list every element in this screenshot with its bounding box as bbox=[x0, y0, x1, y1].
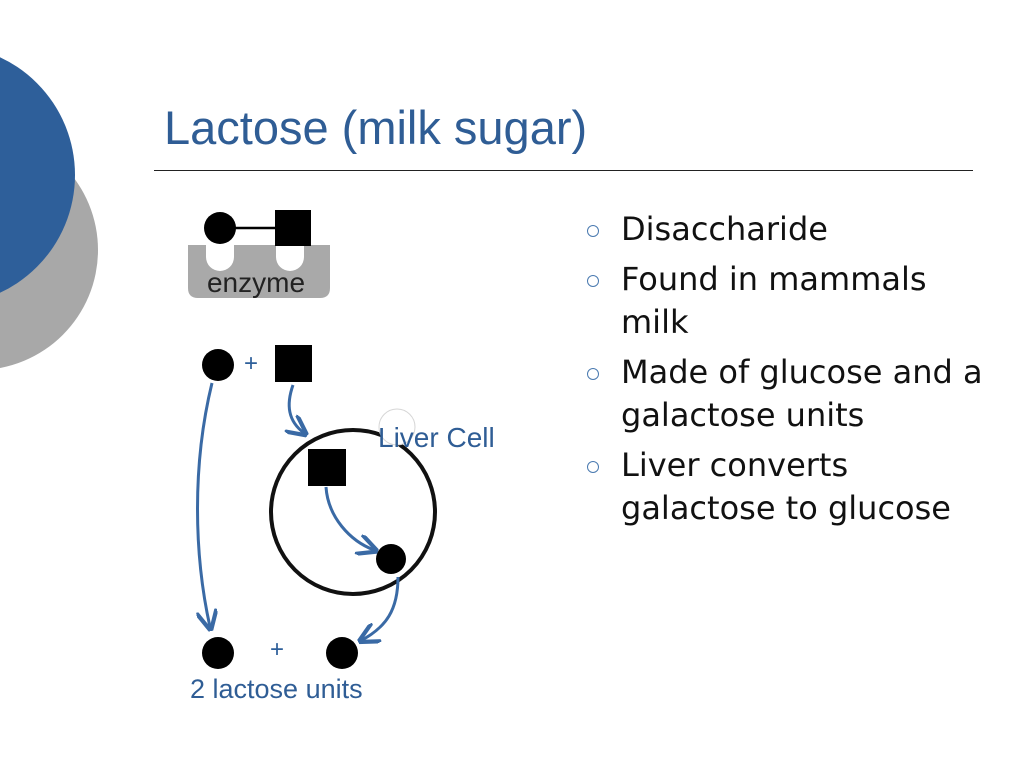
enzyme-shape bbox=[188, 245, 330, 298]
bullet-item: Liver converts galactose to glucose bbox=[580, 444, 1000, 530]
bullet-text: Found in mammals milk bbox=[621, 260, 927, 341]
liver-cell-label: Liver Cell bbox=[378, 422, 495, 453]
slide-title: Lactose (milk sugar) bbox=[164, 101, 588, 154]
galactose-icon bbox=[275, 345, 312, 382]
arrow-glucose-down bbox=[196, 382, 213, 627]
result-glucose-right-icon bbox=[326, 637, 358, 669]
glucose-icon bbox=[202, 349, 234, 381]
bullet-list: Disaccharide Found in mammals milk Made … bbox=[580, 208, 1000, 537]
result-glucose-left-icon bbox=[202, 637, 234, 669]
bullet-item: Made of glucose and a galactose units bbox=[580, 351, 1000, 437]
bullet-marker-icon bbox=[587, 461, 599, 473]
arrow-galactose-into-cell bbox=[289, 384, 304, 433]
arrow-conversion bbox=[324, 486, 374, 550]
result-label: 2 lactose units bbox=[190, 674, 363, 704]
liver-cell-highlight bbox=[378, 408, 416, 446]
title-divider bbox=[154, 170, 973, 171]
galactose-in-enzyme-icon bbox=[275, 210, 311, 246]
galactose-in-liver-icon bbox=[308, 449, 346, 486]
bullet-item: Found in mammals milk bbox=[580, 258, 1000, 344]
lactose-diagram: enzyme + Liver Cell + 2 lactose units bbox=[188, 210, 495, 704]
blue-decor-circle bbox=[0, 57, 75, 293]
bullet-marker-icon bbox=[587, 368, 599, 380]
arrow-glucose-out-of-cell bbox=[362, 576, 400, 640]
plus-sign-top: + bbox=[244, 350, 258, 377]
liver-cell-circle bbox=[269, 428, 437, 596]
bullet-text: Liver converts galactose to glucose bbox=[621, 446, 951, 527]
bullet-marker-icon bbox=[587, 275, 599, 287]
bullet-item: Disaccharide bbox=[580, 208, 1000, 251]
bullet-text: Made of glucose and a galactose units bbox=[621, 353, 983, 434]
decorative-circles bbox=[0, 57, 98, 368]
converted-glucose-icon bbox=[376, 544, 406, 574]
bullet-text: Disaccharide bbox=[621, 210, 828, 248]
glucose-in-enzyme-icon bbox=[204, 212, 236, 244]
enzyme-label: enzyme bbox=[207, 267, 305, 298]
bullet-marker-icon bbox=[587, 225, 599, 237]
plus-sign-bottom: + bbox=[270, 636, 284, 663]
